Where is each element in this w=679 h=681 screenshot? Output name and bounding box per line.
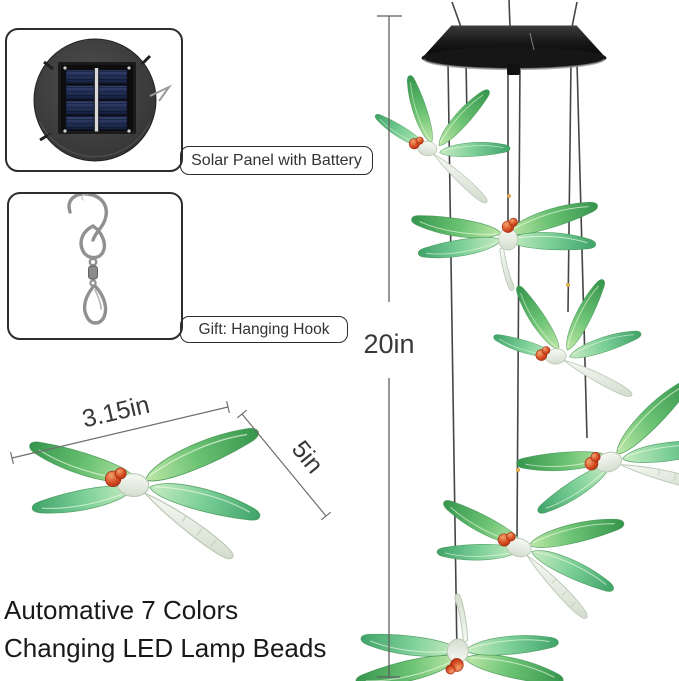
wind-chime-icon — [352, 0, 679, 681]
hanging-hook-icon — [67, 192, 108, 325]
callout-hook-label: Gift: Hanging Hook — [198, 320, 330, 338]
solar-cells — [63, 66, 131, 133]
caption-line-1: Automative 7 Colors — [4, 595, 239, 625]
dragonfly-icon — [504, 372, 679, 543]
callout-solar-panel: Solar Panel with Battery — [180, 146, 373, 175]
chime-cone-icon — [421, 25, 607, 75]
dimension-chime-length: 20in — [363, 329, 415, 359]
dragonfly-icon — [362, 67, 522, 206]
dragonfly-icon — [487, 272, 648, 408]
dragonfly-icon — [352, 587, 570, 681]
hook-photo-box — [7, 192, 183, 340]
callout-solar-label: Solar Panel with Battery — [191, 151, 362, 169]
solar-panel-disc-icon — [33, 38, 173, 162]
dragonfly-closeup-icon — [20, 406, 268, 561]
solar-panel-photo-box — [5, 28, 183, 172]
callout-hook: Gift: Hanging Hook — [180, 316, 348, 343]
dimension-line-wingspan — [236, 409, 332, 521]
caption-text: Automative 7 Colors Changing LED Lamp Be… — [4, 591, 326, 667]
panel-clip-icon — [149, 84, 173, 102]
dimension-line-width — [10, 401, 230, 464]
caption-line-2: Changing LED Lamp Beads — [4, 633, 327, 663]
dragonfly-icon — [410, 198, 600, 291]
dimension-line-vertical — [377, 15, 402, 678]
